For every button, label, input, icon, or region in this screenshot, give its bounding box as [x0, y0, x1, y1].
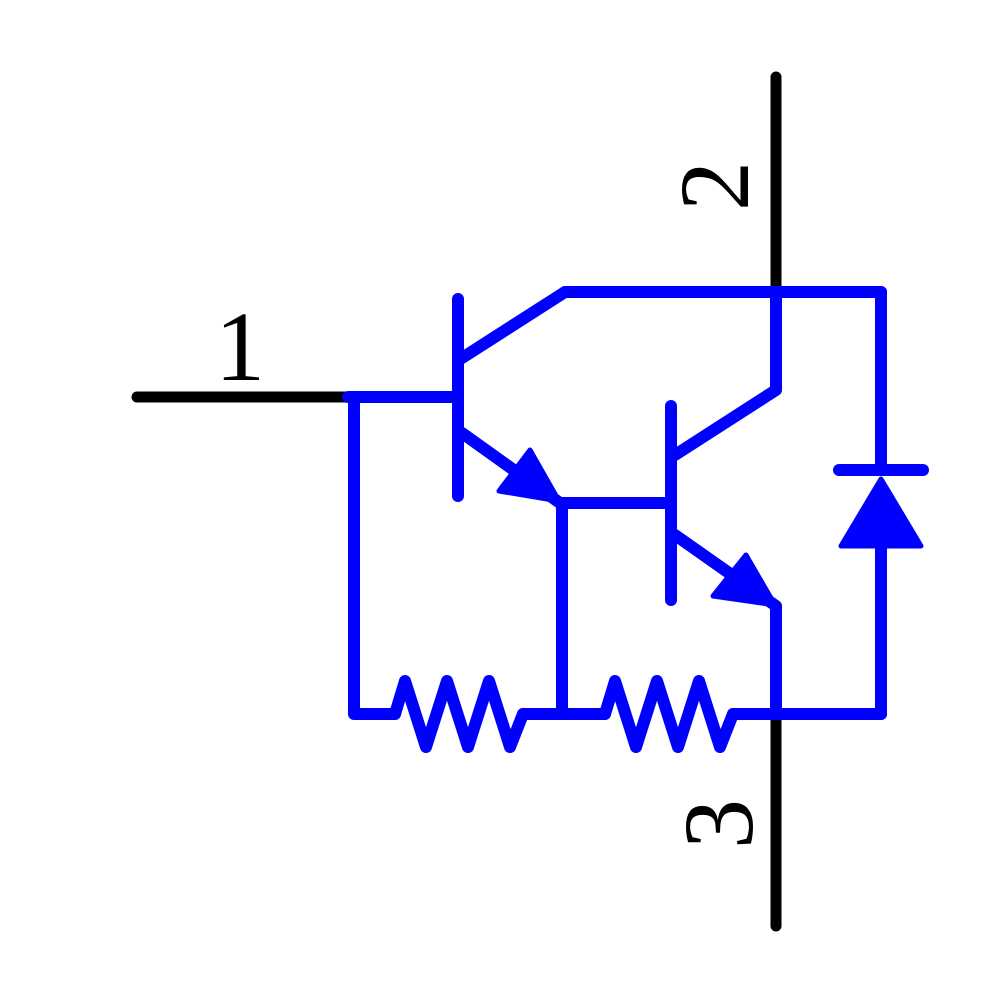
q2-emitter: [669, 529, 782, 720]
wires: [348, 286, 887, 720]
npn-transistor-q1: [342, 286, 571, 509]
npn-transistor-q2: [554, 286, 782, 720]
terminal-2-label: 2: [659, 161, 770, 211]
d1-anode-triangle: [838, 476, 924, 549]
terminal-3-label: 3: [663, 799, 774, 849]
resistor-r1: [389, 675, 529, 753]
terminal-1-label: 1: [215, 291, 265, 402]
terminal-2: 2: [659, 71, 782, 294]
q2-collector: [669, 286, 782, 461]
q2-emitter-arrow: [710, 552, 778, 608]
terminal-3: 3: [663, 708, 782, 932]
resistor-r2: [599, 675, 739, 753]
terminal-1: 1: [131, 291, 354, 403]
r1-zigzag: [389, 675, 529, 753]
diode-d1: [833, 286, 929, 720]
wire-input-drop: [348, 391, 401, 720]
q1-emitter-arrow: [496, 447, 562, 504]
r2-zigzag: [599, 675, 739, 753]
q1-collector: [456, 286, 571, 364]
